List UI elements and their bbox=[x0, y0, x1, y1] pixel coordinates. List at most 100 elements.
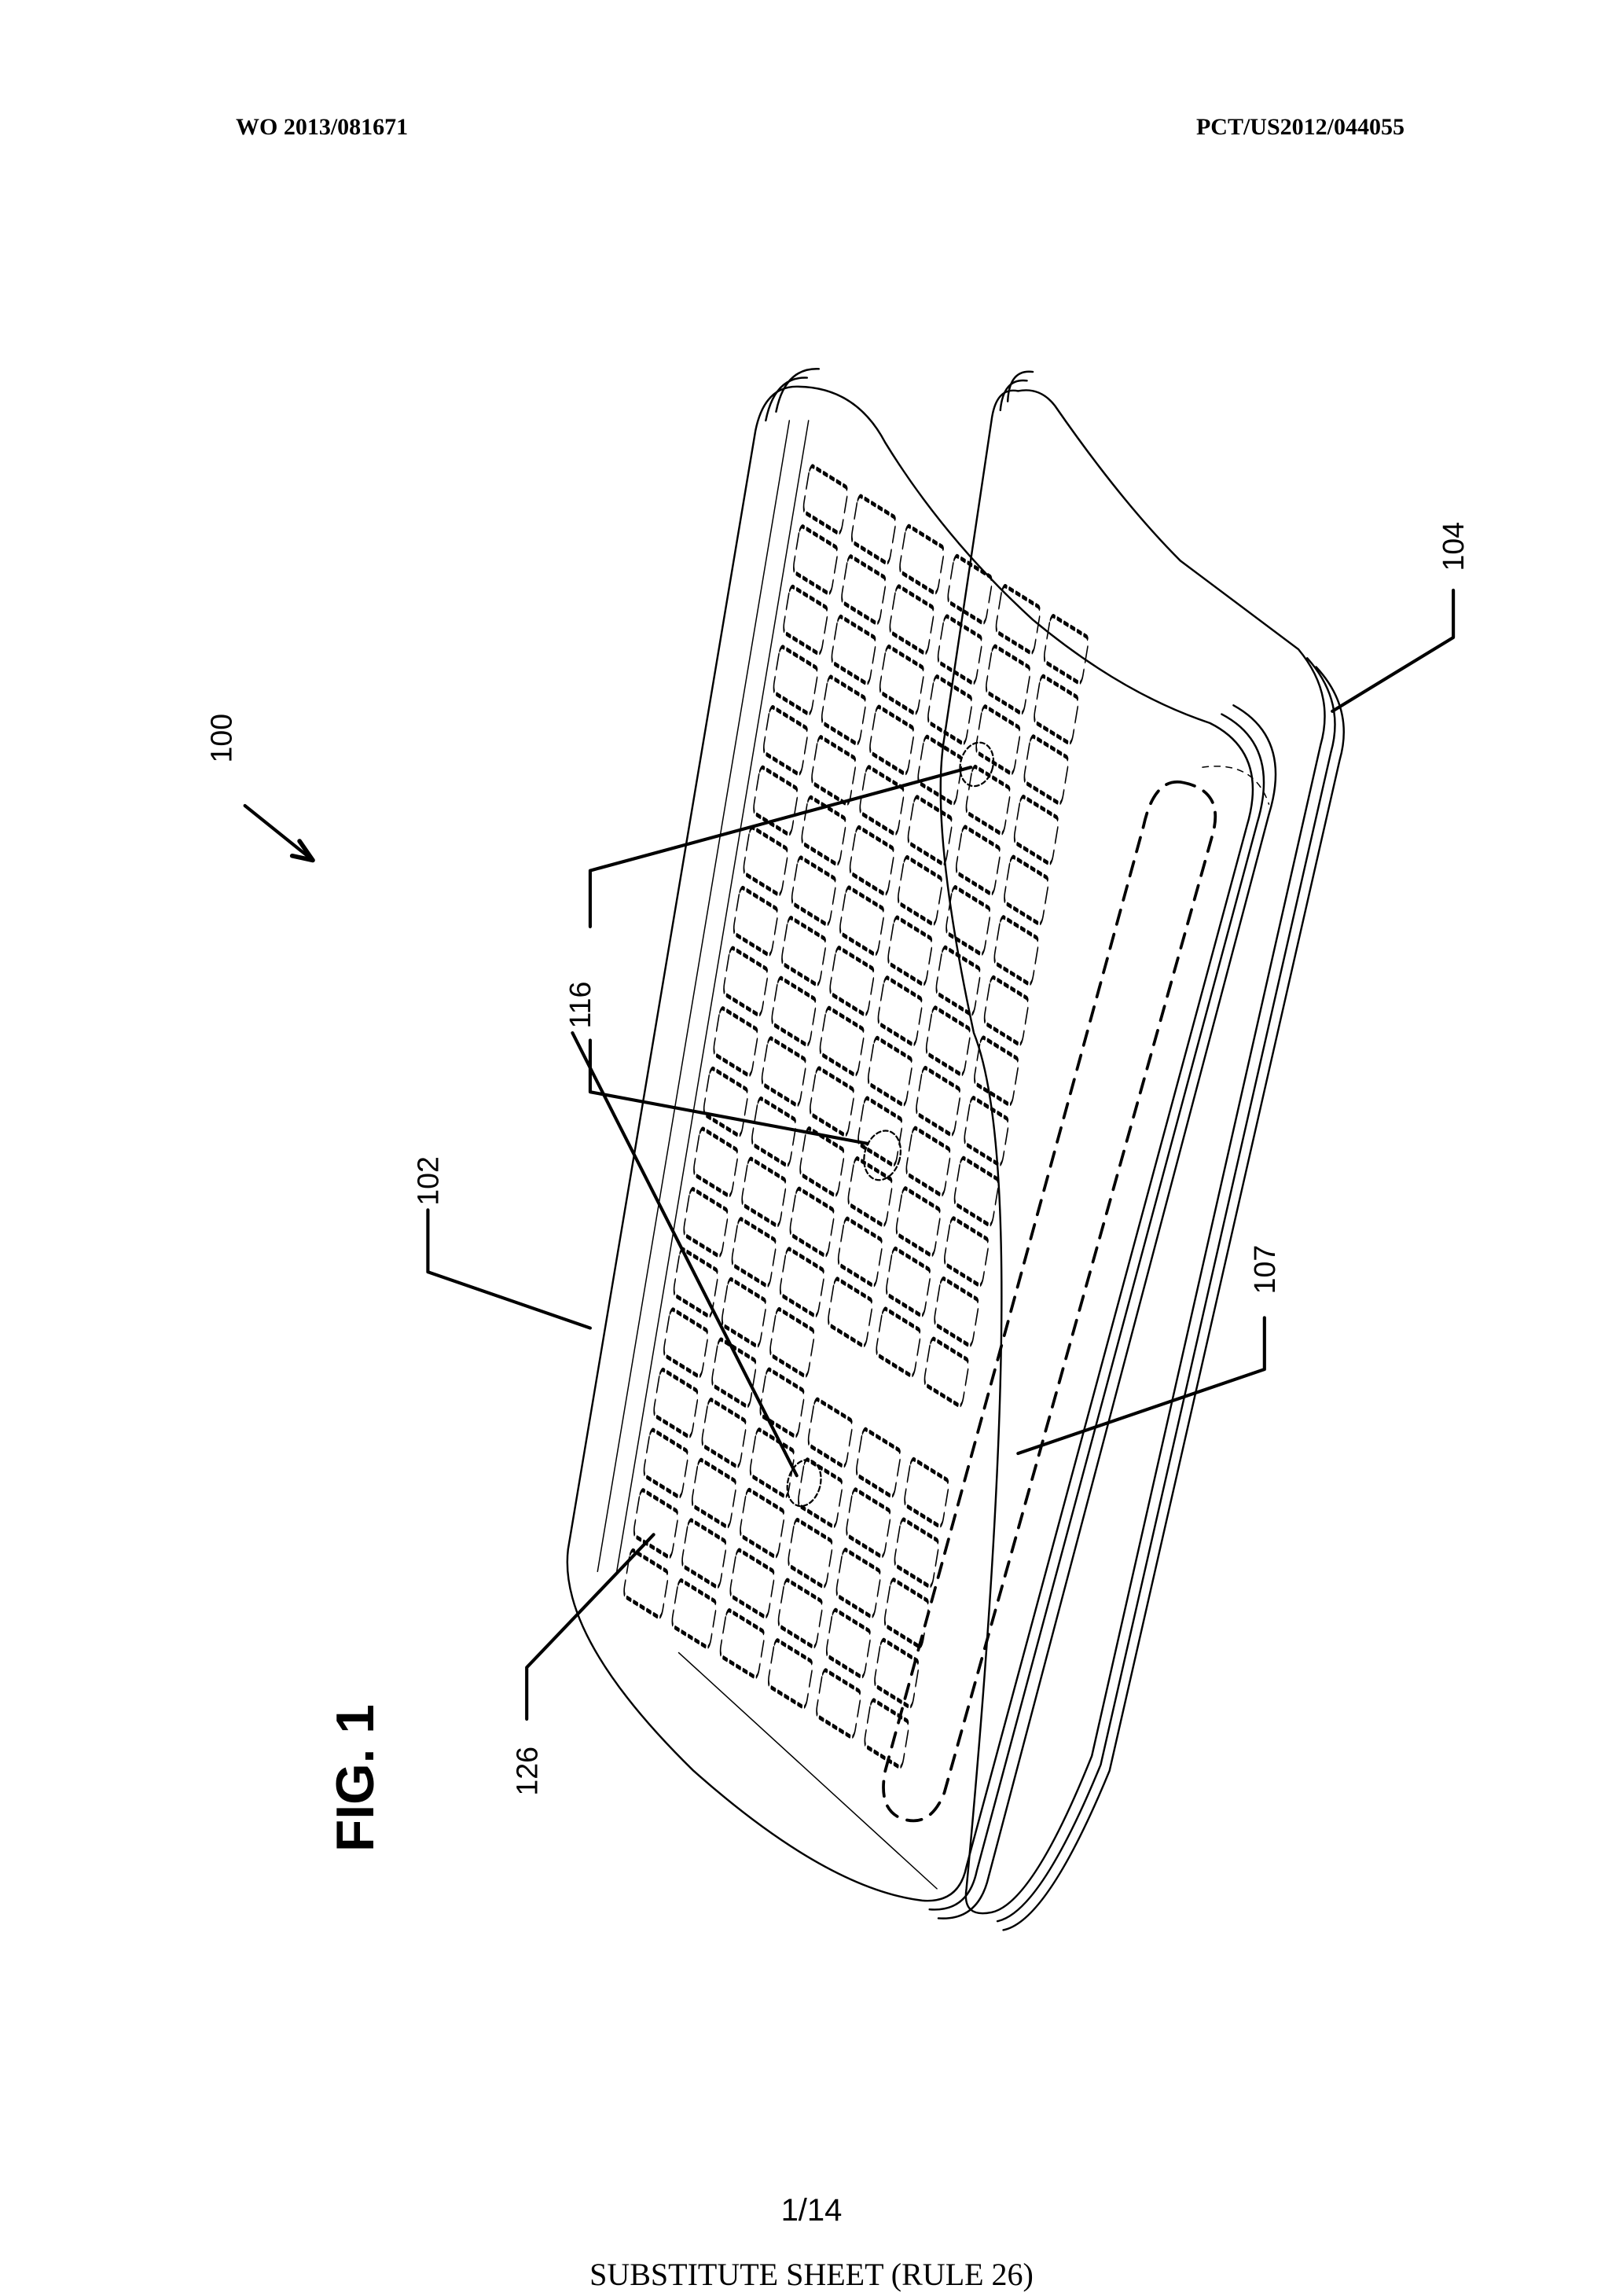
label-104: 104 bbox=[1437, 522, 1470, 571]
key-outline bbox=[856, 1427, 901, 1499]
key-outline bbox=[643, 1427, 688, 1500]
key-outline bbox=[761, 1036, 806, 1108]
key-outline bbox=[713, 1006, 758, 1078]
key-outline bbox=[839, 885, 885, 957]
key-outline bbox=[1043, 613, 1089, 685]
key-outline bbox=[955, 825, 1001, 896]
key-outline bbox=[876, 1306, 921, 1379]
leader-116-c bbox=[571, 1031, 799, 1478]
label-107: 107 bbox=[1248, 1245, 1281, 1295]
key-outline bbox=[793, 524, 839, 596]
key-outline bbox=[743, 825, 788, 897]
key-outline bbox=[1023, 734, 1069, 806]
key-outline bbox=[879, 644, 925, 716]
key-outline bbox=[828, 1277, 873, 1348]
key-outline bbox=[791, 855, 837, 927]
key-outline bbox=[864, 1698, 909, 1769]
label-126: 126 bbox=[510, 1747, 543, 1796]
key-outline bbox=[798, 1457, 843, 1529]
key-outline bbox=[927, 674, 973, 746]
key-outline bbox=[751, 1096, 797, 1168]
display-device-outline bbox=[939, 370, 1345, 1931]
key-outline bbox=[729, 1548, 775, 1619]
key-outline bbox=[789, 1186, 835, 1258]
trackpad-outline bbox=[882, 780, 1217, 1823]
key-outline bbox=[947, 553, 993, 626]
key-outline bbox=[719, 1607, 765, 1680]
key-outline bbox=[768, 1638, 813, 1710]
key-outline bbox=[701, 1397, 747, 1469]
key-outline bbox=[935, 945, 981, 1017]
key-outline bbox=[916, 1065, 961, 1137]
key-outline bbox=[781, 915, 827, 987]
key-outline bbox=[802, 464, 848, 536]
key-outline bbox=[995, 583, 1041, 656]
application-number: PCT/US2012/044055 bbox=[1195, 114, 1405, 140]
key-outline bbox=[934, 1276, 979, 1348]
leader-126 bbox=[525, 1533, 655, 1721]
key-outline bbox=[925, 1005, 971, 1077]
key-outline bbox=[993, 915, 1039, 986]
key-outline bbox=[887, 915, 933, 987]
key-outline bbox=[693, 1126, 739, 1198]
label-116: 116 bbox=[564, 982, 597, 1029]
key-outline bbox=[874, 1637, 920, 1710]
key-outline bbox=[837, 1216, 883, 1288]
key-outline bbox=[849, 825, 894, 897]
key-outline bbox=[762, 704, 809, 777]
key-outline bbox=[877, 975, 923, 1047]
key-outline bbox=[923, 1336, 969, 1409]
key-outline bbox=[801, 795, 846, 867]
key-outline bbox=[811, 735, 857, 806]
key-outline bbox=[825, 1607, 872, 1680]
sensor-2 bbox=[863, 1130, 902, 1181]
key-outline bbox=[671, 1578, 717, 1650]
key-outline bbox=[821, 674, 867, 747]
key-outline bbox=[703, 1066, 749, 1138]
key-outline bbox=[964, 1096, 1009, 1167]
key-outline bbox=[749, 1427, 795, 1499]
key-outline bbox=[1034, 674, 1079, 746]
key-outline bbox=[867, 1035, 913, 1108]
key-outline bbox=[846, 1487, 891, 1559]
key-outline bbox=[777, 1578, 823, 1650]
key-outline bbox=[1013, 794, 1059, 866]
key-outline bbox=[623, 1548, 669, 1620]
key-outline bbox=[740, 1487, 785, 1559]
key-outline bbox=[653, 1367, 699, 1439]
leader-116-b bbox=[588, 1038, 869, 1145]
key-outline bbox=[835, 1547, 881, 1619]
key-outline bbox=[898, 854, 943, 927]
key-outline bbox=[895, 1186, 941, 1258]
key-outline bbox=[788, 1517, 833, 1589]
key-outline bbox=[904, 1457, 949, 1529]
leader-116-a bbox=[588, 766, 973, 928]
key-outline bbox=[723, 946, 769, 1018]
trackpad-corner-arc bbox=[1202, 766, 1270, 805]
key-outline bbox=[869, 704, 915, 777]
key-outline bbox=[633, 1488, 679, 1559]
key-outline bbox=[899, 523, 945, 596]
sensor-3 bbox=[786, 1459, 822, 1508]
key-outline bbox=[783, 584, 828, 656]
label-100: 100 bbox=[205, 714, 238, 763]
key-outline bbox=[809, 1066, 855, 1137]
key-outline bbox=[1004, 854, 1049, 927]
key-outline bbox=[944, 1216, 990, 1288]
key-outline bbox=[889, 584, 935, 656]
key-outline bbox=[753, 765, 799, 837]
key-outline bbox=[663, 1307, 709, 1379]
key-outline bbox=[773, 645, 818, 716]
key-outline bbox=[905, 1126, 951, 1198]
key-outline bbox=[859, 765, 905, 836]
key-outline bbox=[681, 1518, 727, 1589]
arrow-100 bbox=[243, 803, 315, 863]
leader-107 bbox=[1016, 1316, 1266, 1456]
key-outline bbox=[974, 1035, 1019, 1107]
key-outline bbox=[711, 1337, 757, 1409]
key-outline bbox=[917, 734, 963, 806]
key-outline bbox=[721, 1277, 767, 1349]
key-outline bbox=[819, 1005, 865, 1078]
key-outline bbox=[733, 885, 779, 957]
key-outline bbox=[953, 1155, 999, 1228]
